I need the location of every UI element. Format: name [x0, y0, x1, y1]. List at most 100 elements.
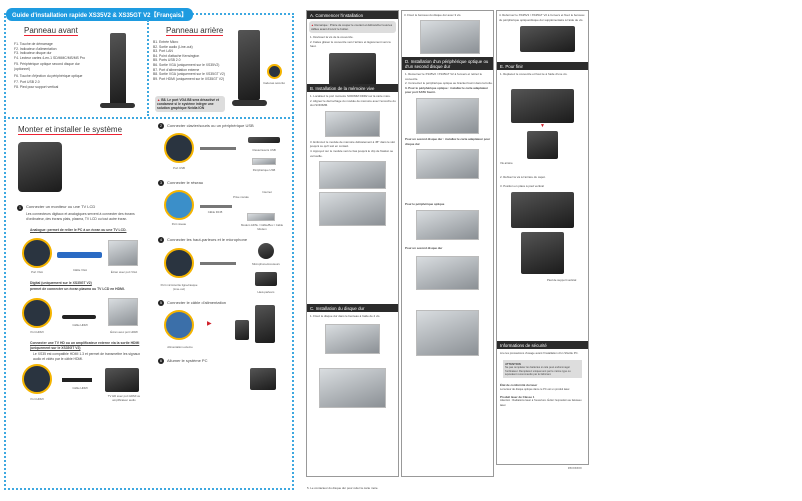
monitor-image	[108, 240, 138, 266]
front-item: F2. Indicateur d'alimentation	[14, 46, 57, 51]
warning-icon: ▲	[157, 98, 162, 102]
step: 4. Refermez le XS35V2 / XS35GT V2 à l'en…	[499, 13, 585, 22]
section-d-heading: D. Installation d'un périphérique optiqu…	[402, 57, 493, 70]
step1-text: Les connecteurs digitaux et analogiques …	[26, 212, 135, 221]
lock-caption: Cadenas sécurité	[263, 81, 285, 85]
adapter-card-image	[416, 97, 479, 134]
front-item: F5. Périphérique optique second disque d…	[14, 62, 80, 71]
power-button-image	[250, 368, 276, 390]
section-e: E. Pour finir 1. Replacez le couvercle e…	[497, 62, 588, 283]
optical-drive-image	[416, 209, 479, 240]
caption: Port USB	[173, 166, 185, 170]
step3-title: Connecter le réseau	[167, 180, 204, 185]
caption: Modem ADSL / Câble/Box / Cable Modem	[240, 223, 284, 231]
lan-port-image	[164, 190, 194, 220]
laser-text: Le lecteur de disque optique dans ce PC …	[500, 388, 571, 391]
step: 2. Alignez le décrochage du module de mé…	[310, 98, 396, 108]
audio-cable-image	[200, 262, 236, 265]
column-1	[306, 10, 399, 477]
part-number: P/N:XXXXX	[568, 467, 582, 470]
rear-item: B4. Point d'attache Kensington	[153, 53, 200, 58]
caption: TV HD avec port HDMI ou amplificateur au…	[107, 394, 141, 402]
divider	[147, 20, 149, 116]
closed-chassis-image	[520, 26, 575, 52]
lan-cable-image	[200, 205, 232, 208]
step-number: 4	[158, 237, 164, 243]
section-c-heading: C. Installation du disque dur	[307, 304, 398, 312]
front-item: F6. Touche d'éjection du périphérique op…	[14, 73, 83, 78]
hdmi-port-image	[22, 364, 52, 394]
column-3	[496, 10, 589, 465]
arrow-icon: ▶	[207, 321, 212, 327]
rear-heading: Panneau arrière	[166, 26, 224, 36]
rear-warning: ▲ B8. Le port VGA B8 sera désactivé et c…	[155, 96, 225, 112]
front-item: F8. Pied pour support vertical	[14, 84, 59, 89]
caption: Haut-parleurs	[257, 290, 275, 294]
caption: Port HDMI	[30, 330, 44, 334]
step-number: 3	[158, 180, 164, 186]
safety-intro: Lire les précautions d'usage avant l'ins…	[500, 351, 579, 355]
caption: Microphone/écouteurs	[252, 262, 280, 266]
section-e-heading: E. Pour finir	[497, 62, 588, 70]
step: 2. Faites glisser le couvercle vers l'ar…	[310, 39, 391, 49]
step: 1. Dévissez la vis de la couvercle.	[310, 35, 354, 39]
section-a: A. Commencer l'installation ▲ Remarque :…	[307, 11, 398, 89]
warning-icon: ▲	[311, 23, 315, 27]
install-image	[416, 310, 479, 357]
caption: Port micro/sortie ligne/casque (Line-out…	[160, 283, 198, 291]
headset-image	[258, 243, 274, 259]
monitor-image	[108, 298, 138, 326]
caption: Câble HDMI	[72, 386, 88, 390]
step: 2. Connectez le périphérique optique au …	[405, 81, 493, 86]
second-hdd-image	[416, 256, 479, 291]
front-item: F7. Port USB 2.0	[14, 80, 40, 85]
audio-port-image	[164, 248, 194, 278]
rear-screw-image	[527, 130, 558, 159]
hdd-adapter-image	[416, 149, 479, 180]
label: Pied de support vertical	[547, 278, 577, 283]
device-stand	[100, 103, 135, 108]
rear-item: B5. Ports USB 2.0	[153, 58, 181, 63]
step: 1. Localisez le port mémoire SODIMM DDR2…	[310, 94, 391, 98]
laser-title: État de conformité du laser	[500, 383, 538, 388]
front-item: F3. Indicateur disque dur	[14, 51, 52, 56]
chassis-image	[329, 52, 376, 85]
system-rear-image	[255, 305, 275, 343]
rear-item: B1. Entrée Micro	[153, 40, 179, 44]
hdmi-cable-image	[62, 315, 96, 319]
caption: Alimentation externe	[167, 345, 193, 349]
step1-title: Connecter un moniteur ou une TV LCD	[26, 204, 96, 209]
step-number: 6	[158, 358, 164, 364]
hdmi-cable-image	[62, 378, 92, 382]
rear-item: B3. Port LAN	[153, 49, 173, 54]
caption: Écran avec port VGA	[110, 270, 138, 274]
keyboard-image	[248, 137, 280, 143]
attention-text: Ne pas remplacer les batteries si cela p…	[505, 366, 571, 376]
stand-image	[511, 192, 574, 229]
usb-device-image	[252, 158, 276, 165]
safety-heading: Informations de sécurité	[497, 341, 588, 349]
vga-cable-image	[57, 252, 102, 258]
step: 3. Fixez le berceau du disque dur avec 3…	[404, 13, 462, 17]
rear-device-image	[238, 30, 260, 100]
usb-cable-image	[200, 147, 236, 150]
step4-title: Connecter les haut-parleurs et le microp…	[167, 237, 248, 242]
guide-title: Guide d'installation rapide XS35V2 & XS3…	[6, 8, 194, 21]
step2-title: Connecter clavier/souris ou un périphéri…	[167, 123, 254, 128]
section-a-heading: A. Commencer l'installation	[307, 11, 398, 19]
attention-title: ATTENTION	[505, 361, 521, 366]
note: Pour un second disque dur : installez le…	[405, 136, 491, 146]
system-image	[18, 142, 62, 192]
caption: Port HDMI	[30, 397, 44, 401]
modem-image	[247, 213, 275, 221]
tv-text: Le XS35 est compatible HDMI 1.3 et perme…	[33, 352, 141, 361]
column-2	[401, 10, 494, 477]
step: 3. Enfoncez le module de mémoire délicat…	[310, 139, 395, 149]
rear-item: B8. Sortie VGA (uniquement sur le XS35GT…	[153, 72, 225, 77]
hdd-install-image	[319, 367, 386, 408]
section-c: C. Installation du disque dur 1. Fixez l…	[307, 304, 398, 408]
hdd-image	[325, 323, 380, 354]
rear-item: B6. Sortie VGA (uniquement sur le XS35V2…	[153, 62, 220, 67]
caption: Câble HDMI	[72, 323, 88, 327]
step5-title: Connecter le câble d'alimentation	[167, 300, 227, 305]
